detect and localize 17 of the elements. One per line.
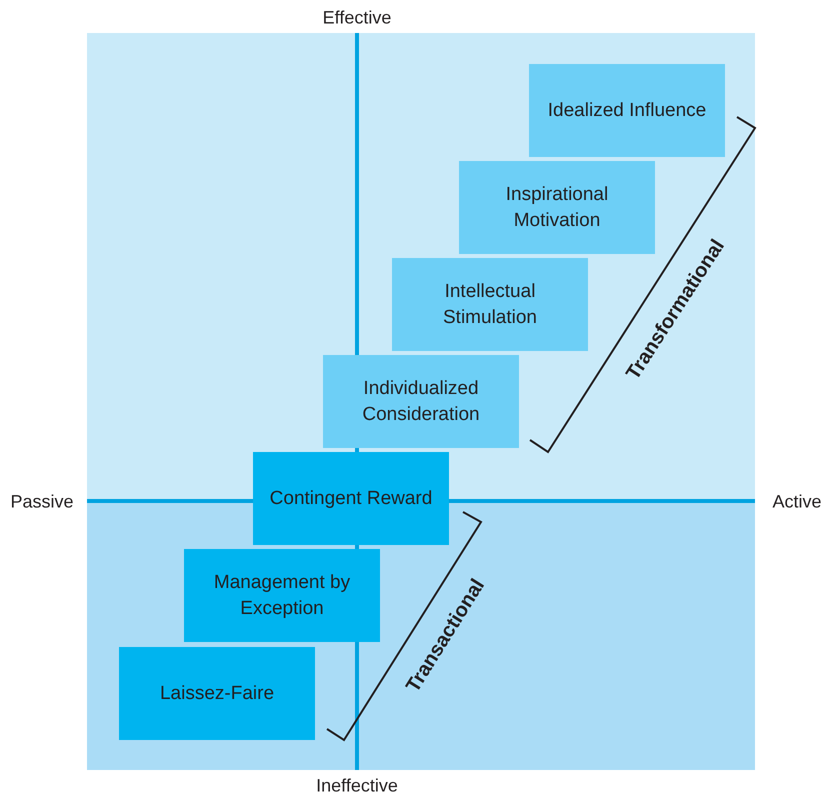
level-box (119, 647, 315, 740)
level-box (529, 64, 725, 157)
axis-label: Ineffective (316, 776, 398, 796)
axis-label: Passive (10, 492, 74, 512)
level-box (392, 258, 588, 351)
box-text: Inspirational Motivation (504, 182, 610, 232)
level-box (323, 355, 519, 448)
box-text: Management by Exception (212, 570, 352, 620)
axis-label: Active (772, 492, 822, 512)
level-box (253, 452, 449, 545)
box-text: Individualized Consideration (361, 376, 481, 426)
box-text: Contingent Reward (270, 486, 432, 511)
box-text: Idealized Influence (548, 98, 706, 123)
box-text: Intellectual Stimulation (442, 280, 538, 330)
level-box (184, 549, 380, 642)
axis-label: Effective (322, 8, 392, 28)
box-text: Laissez-Faire (160, 682, 274, 706)
